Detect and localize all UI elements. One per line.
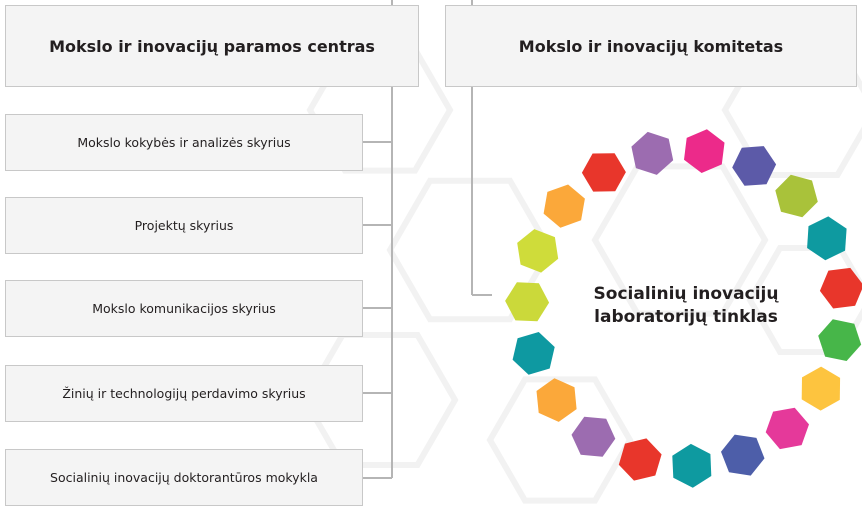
- network-hexagon: [512, 332, 555, 375]
- network-hexagon: [775, 174, 818, 218]
- network-hexagon: [536, 378, 577, 422]
- background-hexagon: [386, 177, 554, 323]
- network-hexagon: [571, 416, 616, 457]
- network-hexagon: [543, 184, 585, 228]
- network-label-line-1: Socialinių inovacijų: [593, 284, 779, 304]
- network-hexagon: [631, 131, 674, 175]
- network-hexagon: [801, 366, 841, 411]
- department-label: Mokslo komunikacijos skyrius: [92, 301, 276, 316]
- support-center-box: Mokslo ir inovacijų paramos centras: [5, 5, 419, 87]
- network-hexagon: [517, 229, 559, 273]
- network-label: Socialinių inovacijų laboratorijų tinkla…: [571, 283, 801, 329]
- department-box: Žinių ir technologijų perdavimo skyrius: [5, 365, 363, 422]
- hexagon-ring: [505, 129, 862, 488]
- department-label: Mokslo kokybės ir analizės skyrius: [77, 135, 291, 150]
- network-hexagon: [818, 319, 862, 361]
- department-box: Mokslo kokybės ir analizės skyrius: [5, 114, 363, 171]
- background-hexagon: [486, 376, 634, 504]
- network-hexagon: [672, 443, 712, 488]
- department-label: Žinių ir technologijų perdavimo skyrius: [62, 386, 306, 401]
- network-hexagon: [807, 216, 847, 261]
- network-hexagon: [765, 407, 809, 450]
- network-hexagon: [721, 434, 765, 476]
- background-hexagon: [591, 163, 769, 317]
- department-box: Projektų skyrius: [5, 197, 363, 254]
- network-hexagon: [819, 267, 862, 309]
- department-label: Projektų skyrius: [134, 218, 234, 233]
- committee-title: Mokslo ir inovacijų komitetas: [518, 36, 784, 56]
- support-center-title: Mokslo ir inovacijų paramos centras: [49, 36, 375, 56]
- committee-box: Mokslo ir inovacijų komitetas: [445, 5, 857, 87]
- department-box: Mokslo komunikacijos skyrius: [5, 280, 363, 337]
- network-hexagon: [618, 438, 662, 481]
- network-hexagon: [684, 129, 725, 173]
- network-hexagon: [581, 153, 626, 192]
- department-box: Socialinių inovacijų doktorantūros mokyk…: [5, 449, 363, 506]
- network-hexagon: [732, 146, 777, 186]
- department-label: Socialinių inovacijų doktorantūros mokyk…: [50, 470, 318, 485]
- network-hexagon: [505, 282, 550, 322]
- network-label-line-2: laboratorijų tinklas: [594, 307, 778, 327]
